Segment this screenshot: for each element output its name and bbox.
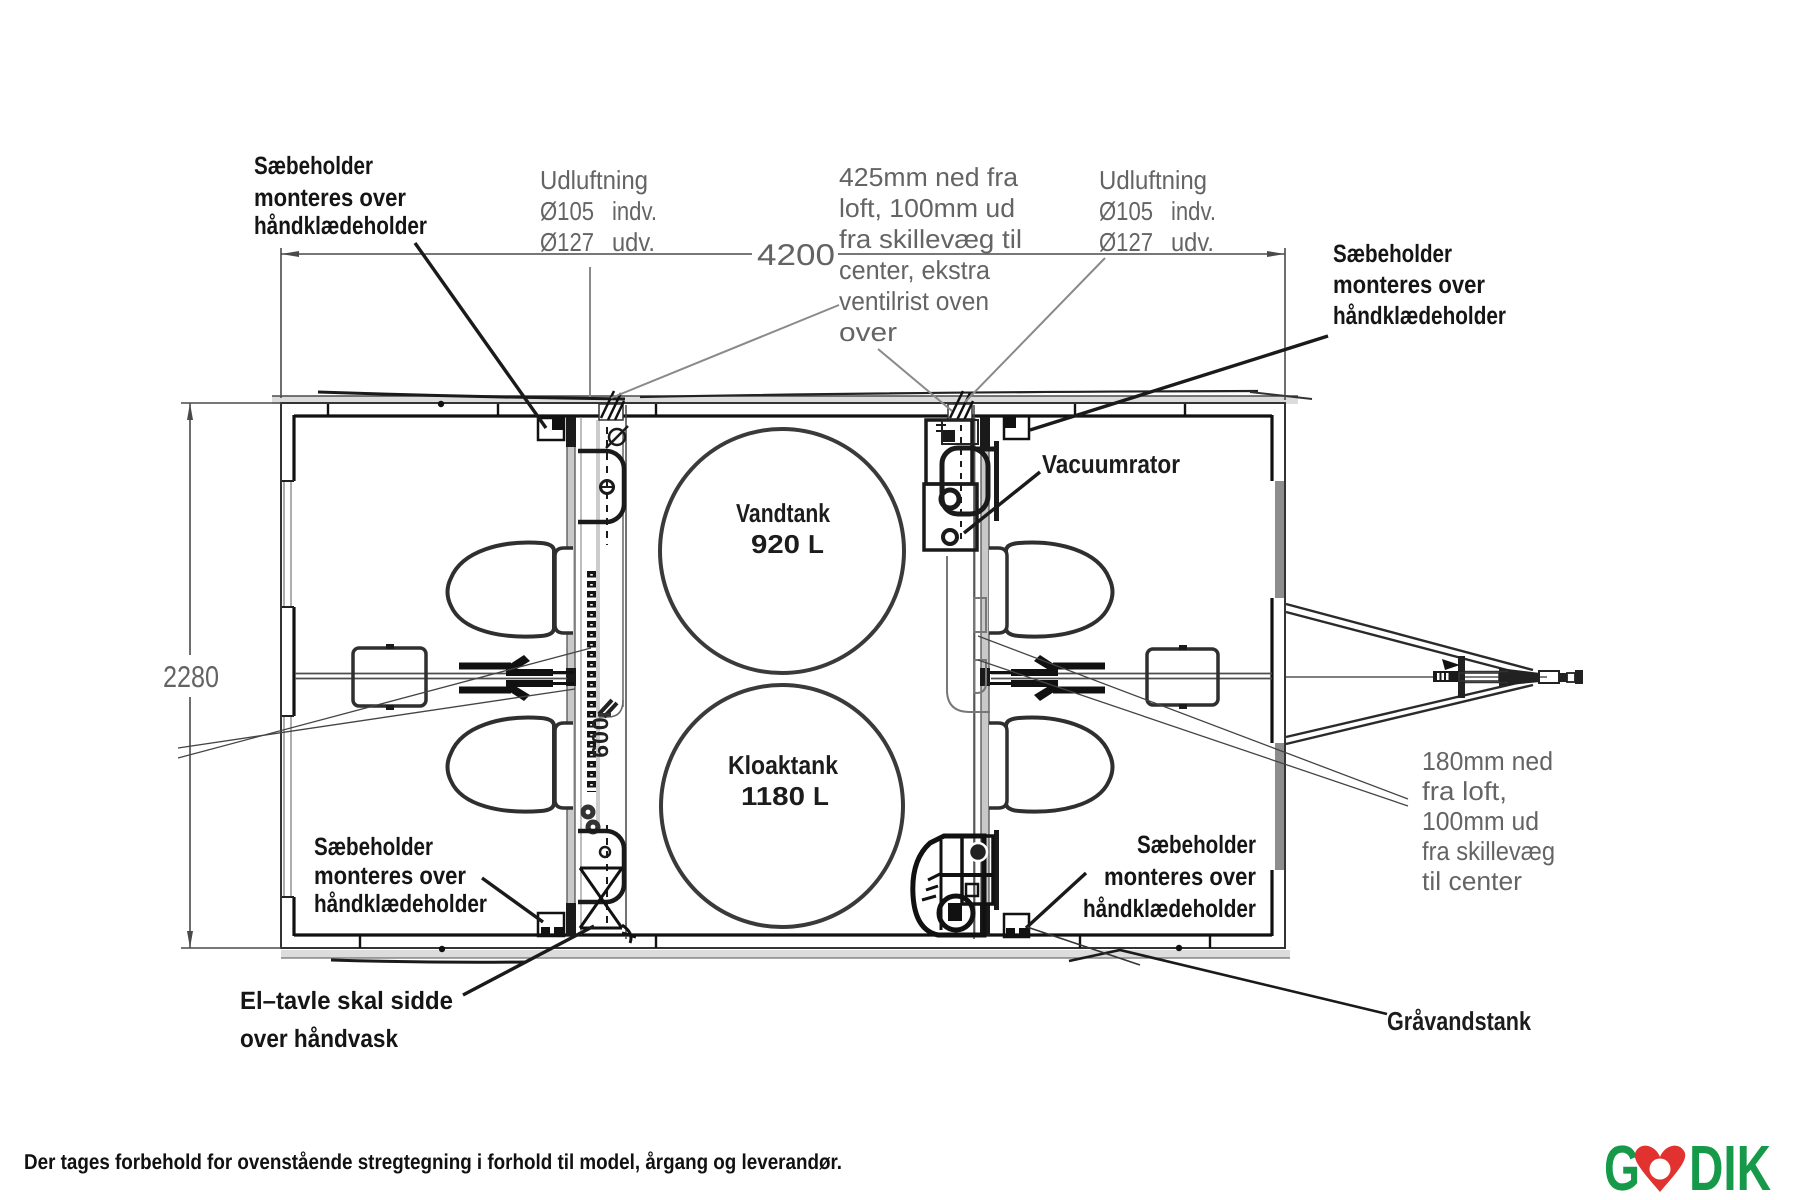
svg-text:Gråvandstank: Gråvandstank [1387, 1006, 1531, 1036]
svg-text:Sæbeholder: Sæbeholder [314, 833, 433, 861]
svg-text:G: G [1604, 1132, 1640, 1200]
svg-text:Ø127: Ø127 [1099, 227, 1153, 257]
svg-text:Sæbeholder: Sæbeholder [1137, 831, 1256, 859]
svg-text:over håndvask: over håndvask [240, 1025, 398, 1053]
svg-text:Udluftning: Udluftning [1099, 165, 1207, 195]
svg-text:L: L [813, 781, 829, 811]
svg-text:fra skillevæg til: fra skillevæg til [839, 224, 1022, 254]
svg-text:til center: til center [1422, 866, 1522, 896]
svg-text:monteres over: monteres over [1333, 271, 1485, 299]
svg-text:indv.: indv. [1171, 196, 1216, 226]
svg-text:100mm ud: 100mm ud [1422, 806, 1539, 836]
svg-text:Vacuumrator: Vacuumrator [1042, 449, 1180, 479]
svg-text:Ø105: Ø105 [540, 196, 594, 226]
svg-text:ventilrist oven: ventilrist oven [839, 286, 989, 316]
svg-text:center, ekstra: center, ekstra [839, 255, 991, 285]
svg-text:Kloaktank: Kloaktank [728, 750, 838, 780]
svg-text:600: 600 [587, 716, 613, 757]
svg-text:425mm ned fra: 425mm ned fra [839, 162, 1019, 192]
svg-text:Ø105: Ø105 [1099, 196, 1153, 226]
svg-text:180mm ned: 180mm ned [1422, 746, 1553, 776]
svg-text:Der tages forbehold for ovenst: Der tages forbehold for ovenstående stre… [24, 1150, 842, 1174]
svg-text:fra loft,: fra loft, [1422, 776, 1507, 806]
svg-text:4200: 4200 [757, 239, 835, 272]
svg-text:1180: 1180 [741, 781, 805, 811]
svg-text:Ø127: Ø127 [540, 227, 594, 257]
svg-text:håndklædeholder: håndklædeholder [1083, 895, 1256, 923]
svg-text:Udluftning: Udluftning [540, 165, 648, 195]
svg-text:monteres over: monteres over [314, 862, 466, 890]
svg-text:loft, 100mm ud: loft, 100mm ud [839, 193, 1015, 223]
svg-text:monteres over: monteres over [1104, 863, 1256, 891]
svg-text:Sæbeholder: Sæbeholder [254, 152, 373, 180]
svg-text:920: 920 [751, 529, 800, 559]
svg-text:L: L [808, 529, 824, 559]
svg-text:monteres over: monteres over [254, 184, 406, 212]
svg-text:indv.: indv. [612, 196, 657, 226]
svg-text:over: over [839, 317, 897, 347]
svg-text:håndklædeholder: håndklædeholder [254, 212, 427, 240]
svg-text:håndklædeholder: håndklædeholder [314, 890, 487, 918]
svg-text:Vandtank: Vandtank [736, 498, 830, 528]
svg-text:2280: 2280 [163, 661, 219, 694]
svg-text:fra skillevæg: fra skillevæg [1422, 836, 1555, 866]
svg-text:håndklædeholder: håndklædeholder [1333, 302, 1506, 330]
svg-text:udv.: udv. [1171, 227, 1214, 257]
svg-text:Sæbeholder: Sæbeholder [1333, 240, 1452, 268]
svg-text:DIK: DIK [1689, 1132, 1771, 1200]
svg-text:udv.: udv. [612, 227, 655, 257]
svg-text:El–tavle skal sidde: El–tavle skal sidde [240, 987, 453, 1015]
